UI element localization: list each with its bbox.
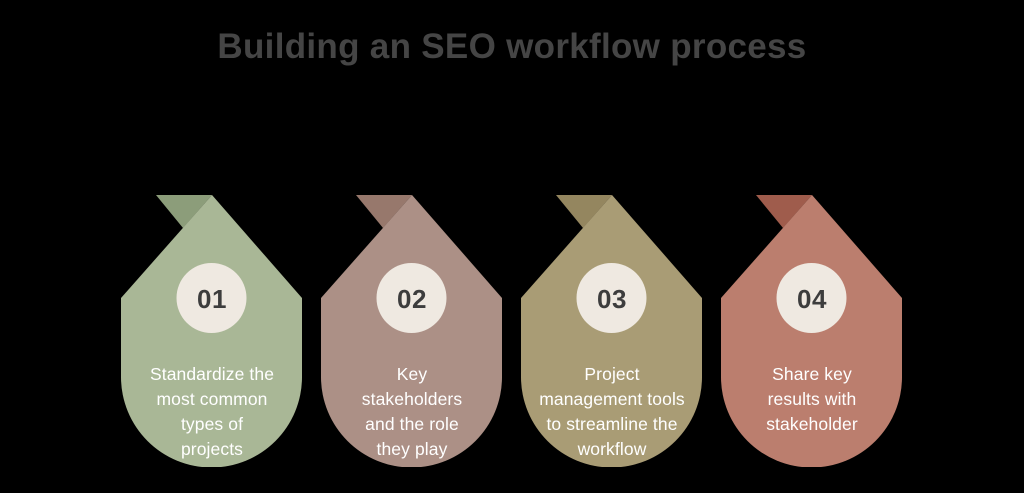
step-number: 01	[197, 284, 227, 314]
teardrop-graphic	[121, 195, 302, 467]
teardrop-graphic	[521, 195, 702, 467]
step-card-3: 03 Project management tools to streamlin…	[521, 195, 703, 467]
step-description: Project management tools to streamline t…	[539, 364, 685, 459]
step-card-4: 04 Share key results with stakeholder	[721, 195, 903, 467]
step-number: 03	[597, 284, 627, 314]
teardrop-graphic	[721, 195, 902, 467]
fold-triangle-icon	[356, 195, 412, 228]
teardrop-graphic	[321, 195, 502, 467]
step-number-circle	[376, 263, 447, 333]
step-description: Standardize the most common types of pro…	[149, 364, 275, 459]
page-title: Building an SEO workflow process	[217, 27, 807, 66]
step-number: 02	[397, 284, 427, 314]
step-card-1: 01 Standardize the most common types of …	[121, 195, 303, 467]
step-number-circle	[776, 263, 847, 333]
step-card-2: 02 Key stakeholders and the role they pl…	[321, 195, 503, 467]
fold-triangle-icon	[756, 195, 812, 228]
step-description: Share key results with stakeholder	[766, 364, 858, 434]
step-number-circle	[576, 263, 647, 333]
step-number-circle	[176, 263, 247, 333]
fold-triangle-icon	[556, 195, 612, 228]
step-number: 04	[797, 284, 827, 314]
step-description: Key stakeholders and the role they play	[361, 364, 463, 459]
fold-triangle-icon	[156, 195, 212, 228]
